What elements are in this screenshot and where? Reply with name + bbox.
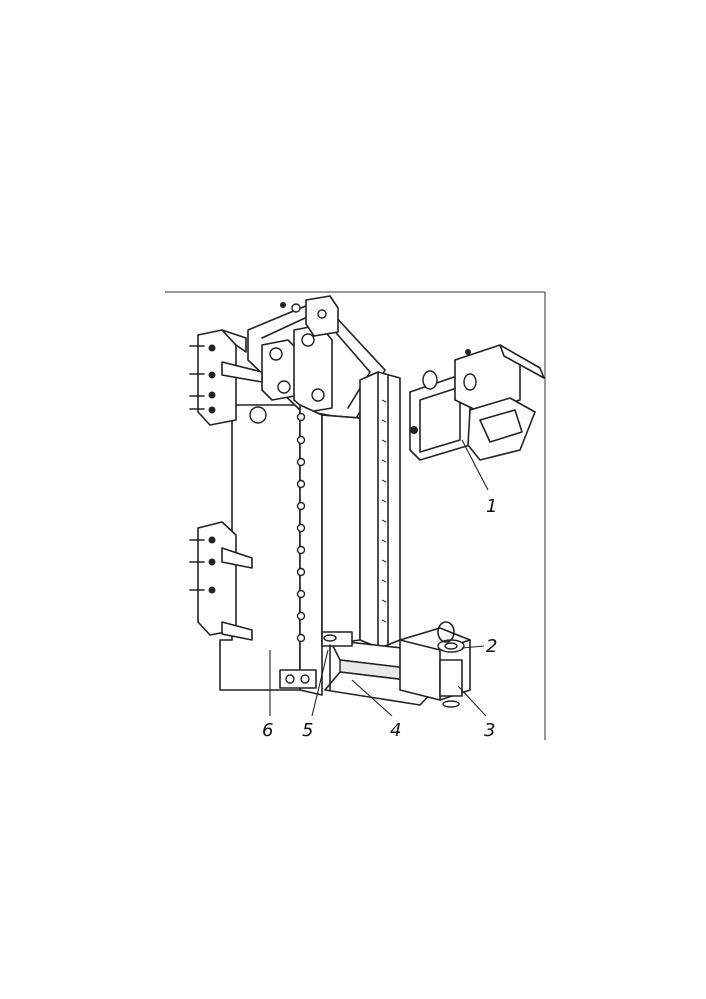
coupling-jaw [409, 344, 545, 461]
guide-rail [359, 371, 401, 649]
leader-2 [461, 645, 485, 649]
figure-frame [165, 291, 546, 740]
root-pin [321, 631, 353, 691]
callouts: 1 2 3 4 5 6 [262, 496, 497, 741]
hitch-head [399, 621, 471, 708]
leader-5 [311, 649, 329, 717]
callout-1: 1 [486, 496, 497, 517]
left-upper-bracket [189, 329, 263, 426]
leader-1 [461, 439, 489, 491]
leader-lines [269, 439, 489, 717]
callout-6: 6 [262, 720, 273, 741]
mounting-column [219, 295, 386, 696]
callout-2: 2 [486, 636, 497, 657]
callout-5: 5 [302, 720, 313, 741]
callout-4: 4 [390, 720, 401, 741]
left-lower-bracket [189, 521, 253, 641]
leader-3 [457, 685, 487, 717]
leader-4 [351, 679, 393, 717]
column-hole-row [296, 412, 306, 643]
callout-3: 3 [484, 720, 495, 741]
